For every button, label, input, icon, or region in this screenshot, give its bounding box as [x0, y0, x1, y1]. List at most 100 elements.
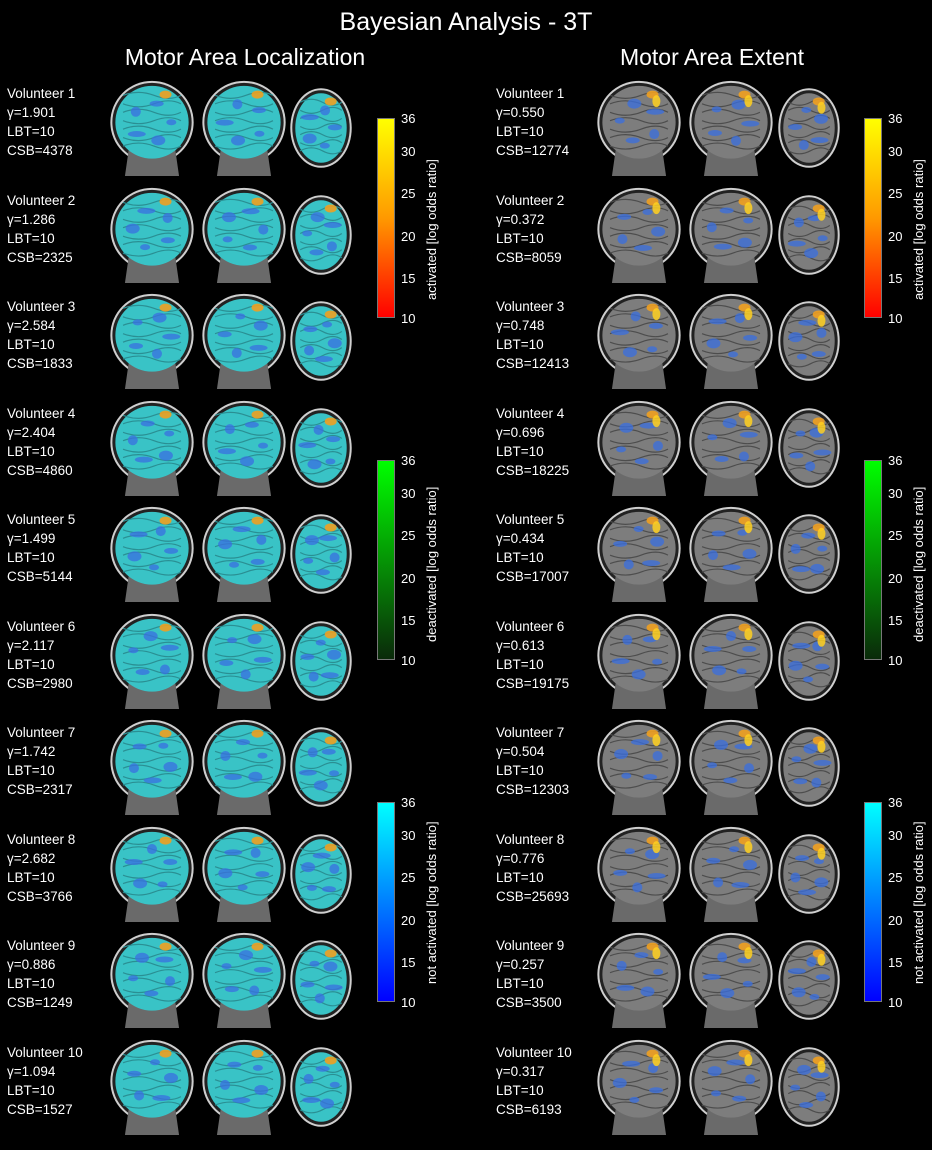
volunteer-name: Volunteer 5	[7, 512, 76, 527]
volunteer-gamma: γ=1.094	[7, 1064, 56, 1079]
coronal-mri-slice	[202, 1039, 286, 1140]
colorbar	[864, 460, 882, 660]
coronal-mri-slice	[689, 80, 773, 181]
volunteer-gamma: γ=2.682	[7, 851, 56, 866]
axial-mri-slice	[776, 88, 842, 173]
volunteer-gamma: γ=0.504	[496, 744, 545, 759]
volunteer-gamma: γ=1.742	[7, 744, 56, 759]
coronal-mri-slice	[689, 293, 773, 394]
colorbar	[864, 802, 882, 1002]
axial-mri-slice	[288, 195, 354, 280]
colorbar-tick-label: 30	[888, 828, 903, 843]
sagittal-mri-slice	[597, 613, 681, 714]
axial-mri-slice	[288, 834, 354, 919]
volunteer-name: Volunteer 10	[496, 1045, 572, 1060]
panel-heading-localization: Motor Area Localization	[124, 44, 366, 70]
colorbar-tick-label: 20	[888, 571, 903, 586]
volunteer-csb: CSB=12774	[496, 143, 570, 158]
volunteer-gamma: γ=0.550	[496, 105, 545, 120]
sagittal-mri-slice	[597, 932, 681, 1033]
volunteer-gamma: γ=1.901	[7, 105, 56, 120]
volunteer-csb: CSB=1527	[7, 1102, 73, 1117]
figure-title: Bayesian Analysis - 3T	[339, 8, 593, 36]
coronal-mri-slice	[202, 932, 286, 1033]
axial-mri-slice	[288, 408, 354, 493]
volunteer-gamma: γ=1.286	[7, 212, 56, 227]
colorbar-tick-label: 20	[401, 229, 416, 244]
colorbar-tick-label: 25	[401, 186, 416, 201]
sagittal-mri-slice	[110, 613, 194, 714]
volunteer-csb: CSB=3500	[496, 995, 562, 1010]
colorbar-tick-label: 20	[888, 229, 903, 244]
volunteer-csb: CSB=12413	[496, 356, 570, 371]
volunteer-lbt: LBT=10	[496, 337, 544, 352]
volunteer-csb: CSB=2317	[7, 782, 73, 797]
colorbar-tick-label: 36	[401, 795, 416, 810]
axial-mri-slice	[776, 301, 842, 386]
volunteer-csb: CSB=12303	[496, 782, 570, 797]
sagittal-mri-slice	[597, 293, 681, 394]
colorbar-tick-label: 10	[888, 995, 903, 1010]
coronal-mri-slice	[202, 400, 286, 501]
volunteer-csb: CSB=5144	[7, 569, 73, 584]
colorbar-tick-label: 30	[888, 486, 903, 501]
colorbar-tick-label: 15	[401, 613, 416, 628]
volunteer-name: Volunteer 6	[496, 619, 565, 634]
volunteer-csb: CSB=19175	[496, 676, 570, 691]
colorbar	[377, 460, 395, 660]
colorbar-axis-label: deactivated [log odds ratio]	[911, 486, 926, 642]
volunteer-csb: CSB=18225	[496, 463, 570, 478]
colorbar-tick-label: 36	[888, 795, 903, 810]
coronal-mri-slice	[689, 187, 773, 288]
volunteer-name: Volunteer 5	[496, 512, 565, 527]
colorbar-axis-label: not activated [log odds ratio]	[424, 821, 439, 984]
volunteer-gamma: γ=0.317	[496, 1064, 545, 1079]
colorbar-tick-label: 15	[401, 955, 416, 970]
volunteer-lbt: LBT=10	[7, 657, 55, 672]
colorbar-tick-label: 25	[888, 528, 903, 543]
volunteer-gamma: γ=1.499	[7, 531, 56, 546]
coronal-mri-slice	[689, 506, 773, 607]
axial-mri-slice	[776, 195, 842, 280]
axial-mri-slice	[288, 727, 354, 812]
volunteer-gamma: γ=0.613	[496, 638, 545, 653]
coronal-mri-slice	[202, 719, 286, 820]
volunteer-name: Volunteer 2	[7, 193, 76, 208]
sagittal-mri-slice	[110, 293, 194, 394]
axial-mri-slice	[288, 514, 354, 599]
volunteer-name: Volunteer 8	[496, 832, 565, 847]
volunteer-lbt: LBT=10	[496, 657, 544, 672]
colorbar-tick-label: 36	[888, 111, 903, 126]
axial-mri-slice	[288, 621, 354, 706]
volunteer-lbt: LBT=10	[496, 444, 544, 459]
coronal-mri-slice	[689, 613, 773, 714]
colorbar-tick-label: 15	[888, 271, 903, 286]
colorbar	[864, 118, 882, 318]
volunteer-lbt: LBT=10	[496, 763, 544, 778]
axial-mri-slice	[776, 621, 842, 706]
coronal-mri-slice	[689, 719, 773, 820]
coronal-mri-slice	[202, 613, 286, 714]
colorbar-tick-label: 30	[401, 486, 416, 501]
volunteer-csb: CSB=1249	[7, 995, 73, 1010]
colorbar-tick-label: 25	[401, 528, 416, 543]
volunteer-lbt: LBT=10	[496, 231, 544, 246]
volunteer-name: Volunteer 2	[496, 193, 565, 208]
coronal-mri-slice	[202, 80, 286, 181]
sagittal-mri-slice	[597, 1039, 681, 1140]
volunteer-gamma: γ=0.434	[496, 531, 545, 546]
volunteer-gamma: γ=2.117	[7, 638, 55, 653]
sagittal-mri-slice	[597, 80, 681, 181]
panel-heading-extent: Motor Area Extent	[619, 44, 805, 70]
colorbar-tick-label: 15	[401, 271, 416, 286]
colorbar-tick-label: 20	[888, 913, 903, 928]
